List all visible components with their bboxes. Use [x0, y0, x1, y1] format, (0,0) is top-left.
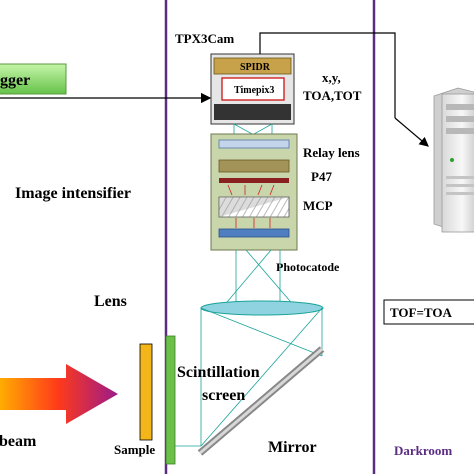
timepix-chip: [221, 77, 285, 101]
sample: [139, 343, 153, 441]
photocathode-bar: [218, 228, 290, 238]
phosphor-arrows: [227, 184, 275, 196]
spidr-label: SPIDR: [240, 62, 271, 73]
beam-label: beam: [0, 433, 37, 450]
beam-arrow-icon: [0, 364, 118, 424]
image-intensifier-label: Image intensifier: [15, 185, 131, 202]
p47-phosphor: [219, 178, 289, 183]
timepix-label: Timepix3: [234, 85, 274, 96]
lens-rays-upper: [221, 249, 297, 309]
data-line: [259, 32, 396, 118]
trigger-label: gger: [0, 72, 30, 89]
relay-lens-element: [218, 159, 290, 173]
outputs-label-1: x,y,: [322, 70, 341, 85]
darkroom-label: Darkroom: [394, 443, 452, 458]
data-arrow: [394, 117, 429, 147]
relay-lens-label: Relay lens: [303, 145, 360, 160]
camera-lens-mount: [214, 104, 291, 120]
camera-label: TPX3Cam: [175, 31, 234, 46]
mcp-shade: [219, 197, 289, 217]
tof-formula: TOF=TOA: [390, 305, 452, 320]
trigger-box: [0, 63, 67, 95]
mirror-highlight: [199, 347, 323, 455]
mirror-label: Mirror: [268, 439, 317, 456]
server-tower-icon: [433, 87, 474, 233]
lens-label: Lens: [94, 293, 127, 310]
relay-lens-top: [218, 139, 290, 149]
mcp-arrows: [235, 218, 271, 228]
spidr-board: [213, 57, 292, 75]
darkroom-border: [164, 0, 376, 474]
objective-lens: [200, 300, 324, 316]
lens-rays-lower: [200, 307, 323, 447]
p47-label: P47: [311, 169, 332, 184]
scintillation-label-1: Scintillation: [177, 364, 260, 381]
mcp-plate: [218, 196, 290, 218]
tof-box: [383, 299, 474, 325]
scintillation-label-2: screen: [202, 387, 245, 404]
sample-label: Sample: [114, 442, 155, 457]
scintillation-screen: [165, 335, 176, 465]
mcp-label: MCP: [303, 198, 333, 213]
photocathode-label: Photocatode: [276, 260, 340, 274]
outputs-label-2: TOA,TOT: [303, 88, 362, 103]
